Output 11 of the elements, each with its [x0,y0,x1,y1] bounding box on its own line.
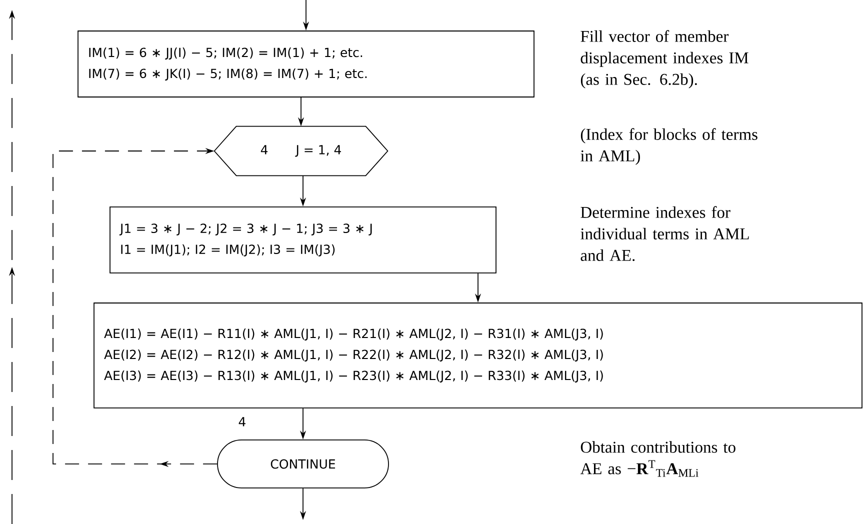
process-box: AE(I1) = AE(I1) − R11(I) ∗ AML(J1, I) − R21(I) ∗ AML(J2, I) − R31(I) ∗ AML(J3, I) AE(I2) = AE(I2) − R12(I) ∗ AML(J1, I) − R22(I) ∗ AML(J2, I) − R32(I) ∗ AML(J3, I) AE(I3) = AE(I3) − R13(I) ∗ AML(J1, I) − R23(I) ∗ AML(J2, I) − R33(I) ∗ AML(J3, I) [94,302,862,408]
annotation: (Index for blocks of terms in AML) [580,128,758,165]
arrow [52,148,218,468]
process-box: IM(1) = 6 ∗ JJ(I) − 5; IM(2) = IM(1) + 1; etc. IM(7) = 6 ∗ JK(I) − 5; IM(8) = IM(7) + 1; etc. [78,30,534,98]
annotation: Fill vector of member displacement indexes IM (as in Sec. 6.2b). [580,30,748,88]
statement-number: 4 [238,417,246,426]
annotation: Determine indexes for individual terms in AML and AE. [580,206,749,262]
annotation: Obtain contributions to AE as −R$^{T}$$_{Ti}$A$_{MLi}$ [580,441,736,477]
terminal-box: CONTINUE [217,440,389,488]
process-box: J1 = 3 ∗ J − 2; J2 = 3 ∗ J − 1; J3 = 3 ∗ J I1 = IM(J1); I2 = IM(J2); I3 = IM(J3) [110,206,496,274]
loop-hexagon: 4 J = 1, 4 [214,126,388,176]
